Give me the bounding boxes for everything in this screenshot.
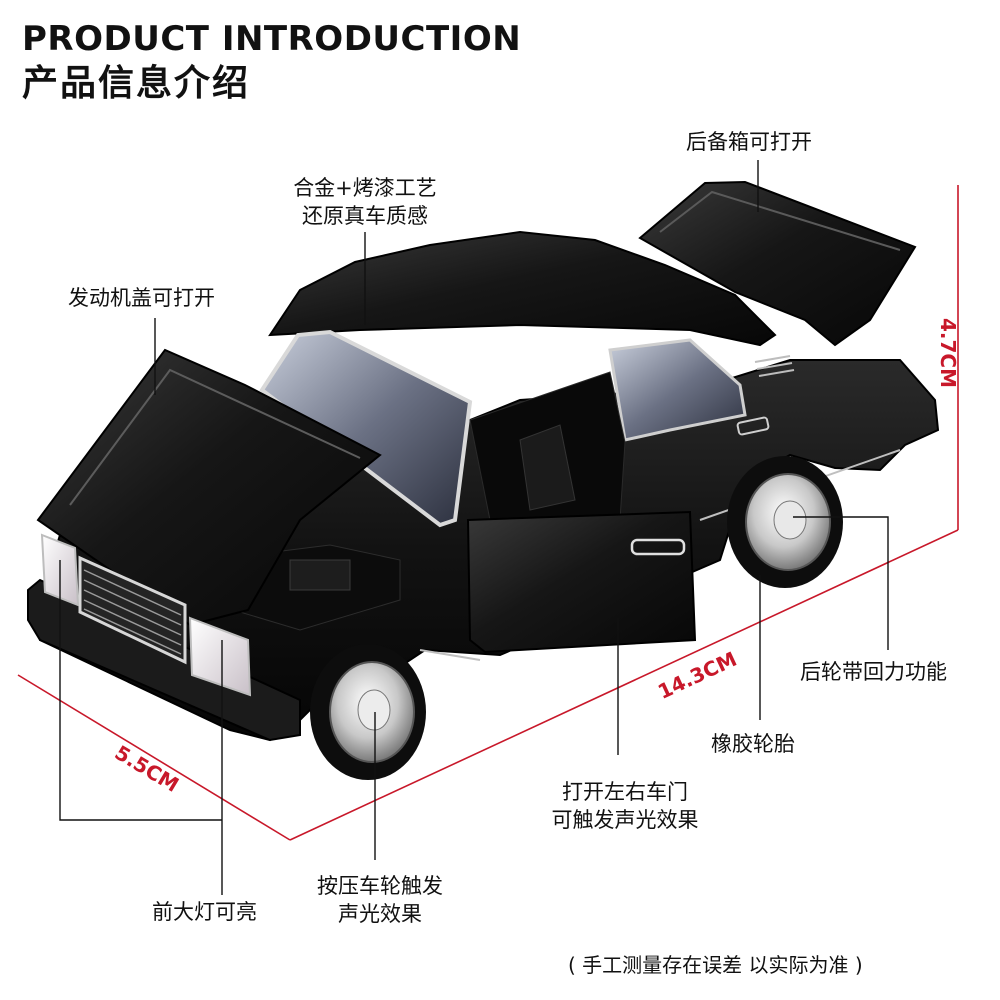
front-door-handle — [630, 538, 686, 556]
leader-rear-wheel — [793, 516, 889, 650]
leader-lines — [59, 160, 889, 895]
callout-alloy-line2: 还原真车质感 — [302, 204, 428, 228]
callout-alloy: 合金+烤漆工艺 还原真车质感 — [272, 174, 458, 230]
callout-press-line2: 声光效果 — [338, 902, 422, 926]
front-wheel — [310, 644, 426, 780]
length-dimension-line — [289, 529, 959, 841]
callout-door-line1: 打开左右车门 — [562, 780, 688, 804]
title-chinese: 产品信息介绍 — [22, 63, 251, 104]
title-english: PRODUCT INTRODUCTION — [22, 19, 522, 59]
trunk-lid — [638, 180, 917, 347]
grille — [78, 555, 187, 665]
callout-hood: 发动机盖可打开 — [68, 286, 215, 310]
callout-alloy-line1: 合金+烤漆工艺 — [293, 176, 437, 200]
right-headlight — [188, 616, 252, 697]
callout-tire: 橡胶轮胎 — [711, 732, 795, 756]
callout-trunk: 后备箱可打开 — [686, 130, 812, 154]
measurement-note: ( 手工测量存在误差 以实际为准 ) — [568, 953, 863, 977]
side-trim-lower — [419, 649, 481, 661]
c-pillar-vent — [754, 355, 795, 377]
trunk-lid-highlight — [659, 190, 901, 251]
callout-headlight: 前大灯可亮 — [152, 900, 257, 924]
hood-highlight — [69, 368, 361, 506]
dimension-height: 4.7CM — [936, 318, 960, 389]
callout-press-line1: 按压车轮触发 — [317, 874, 443, 898]
callout-press-wheel: 按压车轮触发 声光效果 — [290, 872, 470, 928]
callout-rear-wheel: 后轮带回力功能 — [800, 660, 947, 684]
rear-wheel — [727, 456, 843, 588]
car-roof — [268, 230, 777, 347]
callout-door-line2: 可触发声光效果 — [551, 808, 699, 832]
width-dimension-line — [17, 674, 291, 841]
callout-door: 打开左右车门 可触发声光效果 — [530, 778, 720, 834]
front-door — [466, 510, 697, 654]
seat — [519, 424, 576, 511]
dimension-lines — [17, 185, 959, 841]
windshield — [259, 329, 473, 528]
engine-block — [289, 559, 351, 591]
leader-headlight-left — [59, 560, 222, 821]
rear-door-handle — [736, 416, 770, 436]
